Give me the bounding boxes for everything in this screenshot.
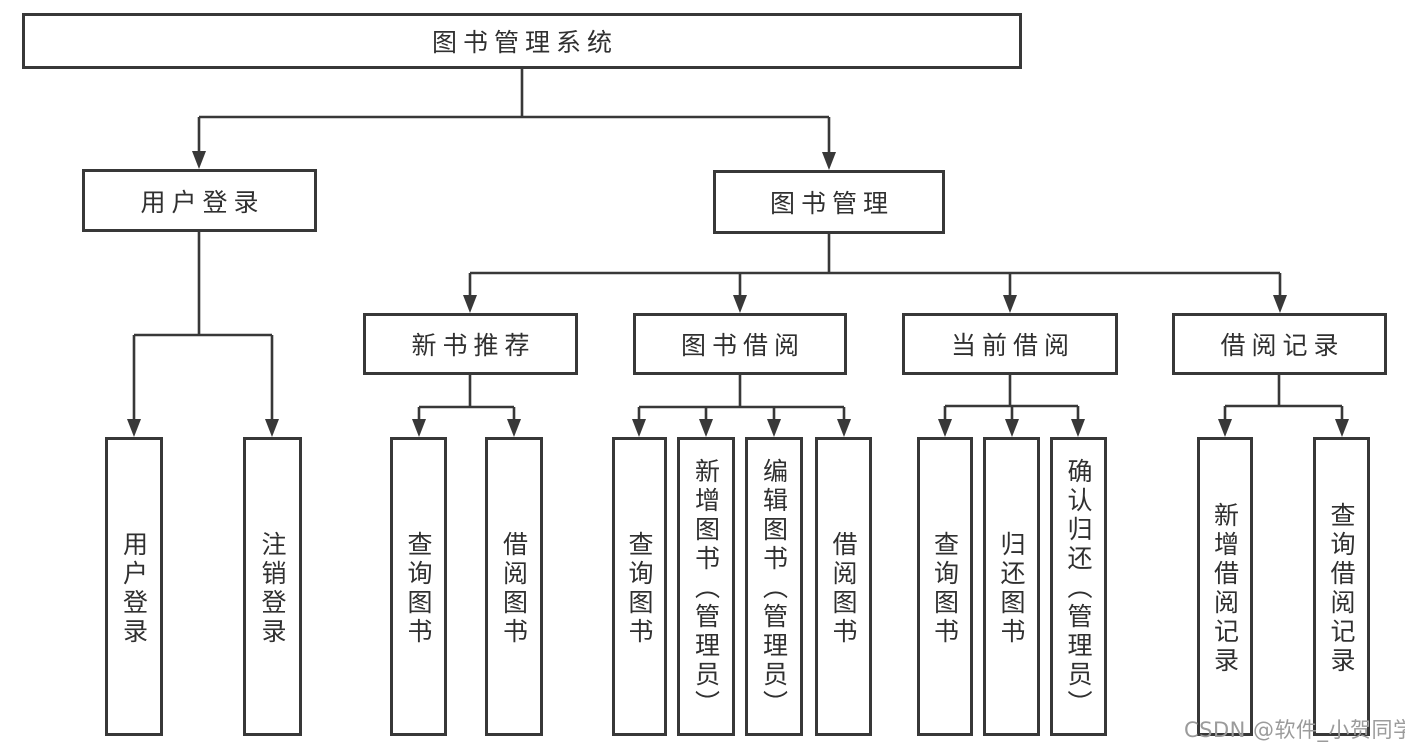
node-label: 查询借阅记录 — [1327, 501, 1356, 676]
leaf-logout: 注销登录 — [243, 437, 302, 736]
node-label: 归还图书 — [997, 530, 1026, 647]
node-label: 用户登录 — [119, 530, 149, 647]
leaf-confirm-return-admin: 确认归还（管理员） — [1050, 437, 1107, 736]
node-label: 用户登录 — [140, 187, 265, 217]
node-label: 借阅图书 — [499, 530, 529, 647]
node-label: 图书借阅 — [680, 331, 805, 360]
node-borrowing-records: 借阅记录 — [1172, 313, 1387, 375]
leaf-borrow-books: 借阅图书 — [815, 437, 872, 736]
node-label: 查询图书 — [404, 530, 433, 647]
leaf-query-books-recommend: 查询图书 — [390, 437, 447, 736]
node-user-login: 用户登录 — [82, 169, 317, 232]
node-label: 图书管理系统 — [431, 28, 618, 57]
leaf-query-borrow-record: 查询借阅记录 — [1313, 437, 1370, 736]
node-label: 当前借阅 — [950, 331, 1075, 360]
node-current-borrowing: 当前借阅 — [902, 313, 1118, 375]
leaf-add-books-admin: 新增图书（管理员） — [677, 437, 735, 736]
node-label: 新书推荐 — [411, 331, 536, 360]
node-label: 借阅记录 — [1220, 331, 1345, 360]
leaf-query-books-borrowing: 查询图书 — [612, 437, 667, 736]
node-label: 查询图书 — [625, 530, 654, 647]
node-label: 图书管理 — [769, 189, 894, 218]
csdn-watermark: CSDN @软件_小贺同学 — [1184, 718, 1405, 742]
node-label: 注销登录 — [258, 530, 287, 647]
node-label: 新增图书（管理员） — [691, 458, 721, 719]
node-book-management-system: 图书管理系统 — [22, 13, 1022, 69]
leaf-return-books: 归还图书 — [983, 437, 1040, 736]
leaf-query-books-current: 查询图书 — [917, 437, 973, 736]
node-label: 借阅图书 — [829, 530, 858, 647]
node-label: 查询图书 — [930, 530, 960, 647]
leaf-borrow-books-recommend: 借阅图书 — [485, 437, 543, 736]
node-label: 确认归还（管理员） — [1064, 458, 1093, 719]
node-label: 新增借阅记录 — [1210, 501, 1240, 676]
leaf-add-borrow-record: 新增借阅记录 — [1197, 437, 1253, 736]
leaf-edit-books-admin: 编辑图书（管理员） — [745, 437, 803, 736]
node-new-book-recommend: 新书推荐 — [363, 313, 578, 375]
node-book-management: 图书管理 — [713, 170, 945, 234]
leaf-user-login: 用户登录 — [105, 437, 163, 736]
node-book-borrowing: 图书借阅 — [633, 313, 847, 375]
node-label: 编辑图书（管理员） — [759, 458, 789, 719]
